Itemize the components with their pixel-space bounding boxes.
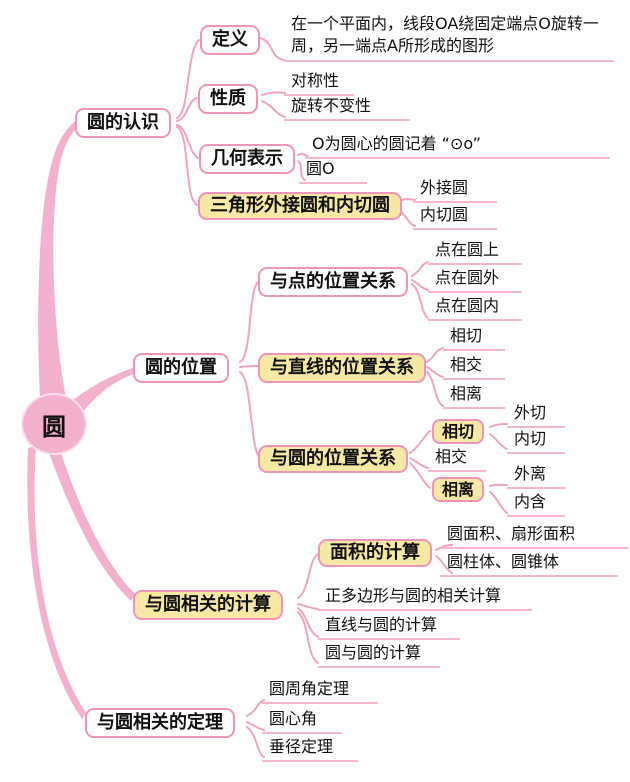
leaf-cylinder-cone[interactable]: 圆柱体、圆锥体 [440,552,618,577]
leaf-circles-intersect[interactable]: 相交 [428,447,486,472]
leaf-central-angle[interactable]: 圆心角 [262,709,342,734]
node-area-calculation[interactable]: 面积的计算 [318,539,432,567]
leaf-point-on-circle[interactable]: 点在圆上 [428,240,522,265]
node-point-relation[interactable]: 与点的位置关系 [258,267,408,297]
leaf-point-outside-circle[interactable]: 点在圆外 [428,268,522,293]
leaf-definition-text[interactable]: 在一个平面内，线段OA绕固定端点O旋转一周，另一端点A所形成的图形 [284,13,614,62]
leaf-inscribed-angle-theorem[interactable]: 圆周角定理 [262,679,378,704]
branch-circle-theorems[interactable]: 与圆相关的定理 [85,708,235,738]
root-node-circle[interactable]: 圆 [21,393,87,455]
leaf-point-inside-circle[interactable]: 点在圆内 [428,296,522,321]
node-triangle-circumscribed-inscribed[interactable]: 三角形外接圆和内切圆 [198,192,402,220]
leaf-line-circle-calculation[interactable]: 直线与圆的计算 [318,615,460,640]
branch-circle-basics[interactable]: 圆的认识 [75,108,171,138]
leaf-internal-tangent[interactable]: 内切 [507,429,565,454]
branch-circle-calculations[interactable]: 与圆相关的计算 [133,590,283,620]
node-line-relation[interactable]: 与直线的位置关系 [258,353,426,383]
node-properties[interactable]: 性质 [198,84,258,114]
node-circles-tangent[interactable]: 相切 [432,419,485,444]
leaf-inscribed-circle[interactable]: 内切圆 [413,205,497,230]
leaf-notation-odot[interactable]: O为圆心的圆记着 “⊙o” [305,134,610,159]
leaf-symmetry[interactable]: 对称性 [284,71,354,96]
leaf-circle-sector-area[interactable]: 圆面积、扇形面积 [440,524,628,549]
node-definition[interactable]: 定义 [200,25,260,55]
leaf-circle-o[interactable]: 圆O [299,159,367,184]
leaf-line-intersect[interactable]: 相交 [443,355,505,380]
leaf-rotation-invariance[interactable]: 旋转不变性 [284,96,410,121]
leaf-external-tangent[interactable]: 外切 [507,403,565,428]
branch-circle-position[interactable]: 圆的位置 [133,353,229,383]
leaf-line-separate[interactable]: 相离 [443,384,505,409]
leaf-perpendicular-chord-theorem[interactable]: 垂径定理 [262,737,358,762]
node-circle-relation[interactable]: 与圆的位置关系 [258,445,408,473]
leaf-internal-contain[interactable]: 内含 [507,492,565,517]
leaf-external-separate[interactable]: 外离 [507,464,565,489]
node-circles-separate[interactable]: 相离 [432,477,485,502]
leaf-circle-circle-calculation[interactable]: 圆与圆的计算 [318,643,440,668]
leaf-line-tangent[interactable]: 相切 [443,326,505,351]
node-geometric-notation[interactable]: 几何表示 [199,144,295,174]
leaf-circumscribed-circle[interactable]: 外接圆 [413,178,497,203]
leaf-polygon-circle-calculation[interactable]: 正多边形与圆的相关计算 [318,586,532,611]
